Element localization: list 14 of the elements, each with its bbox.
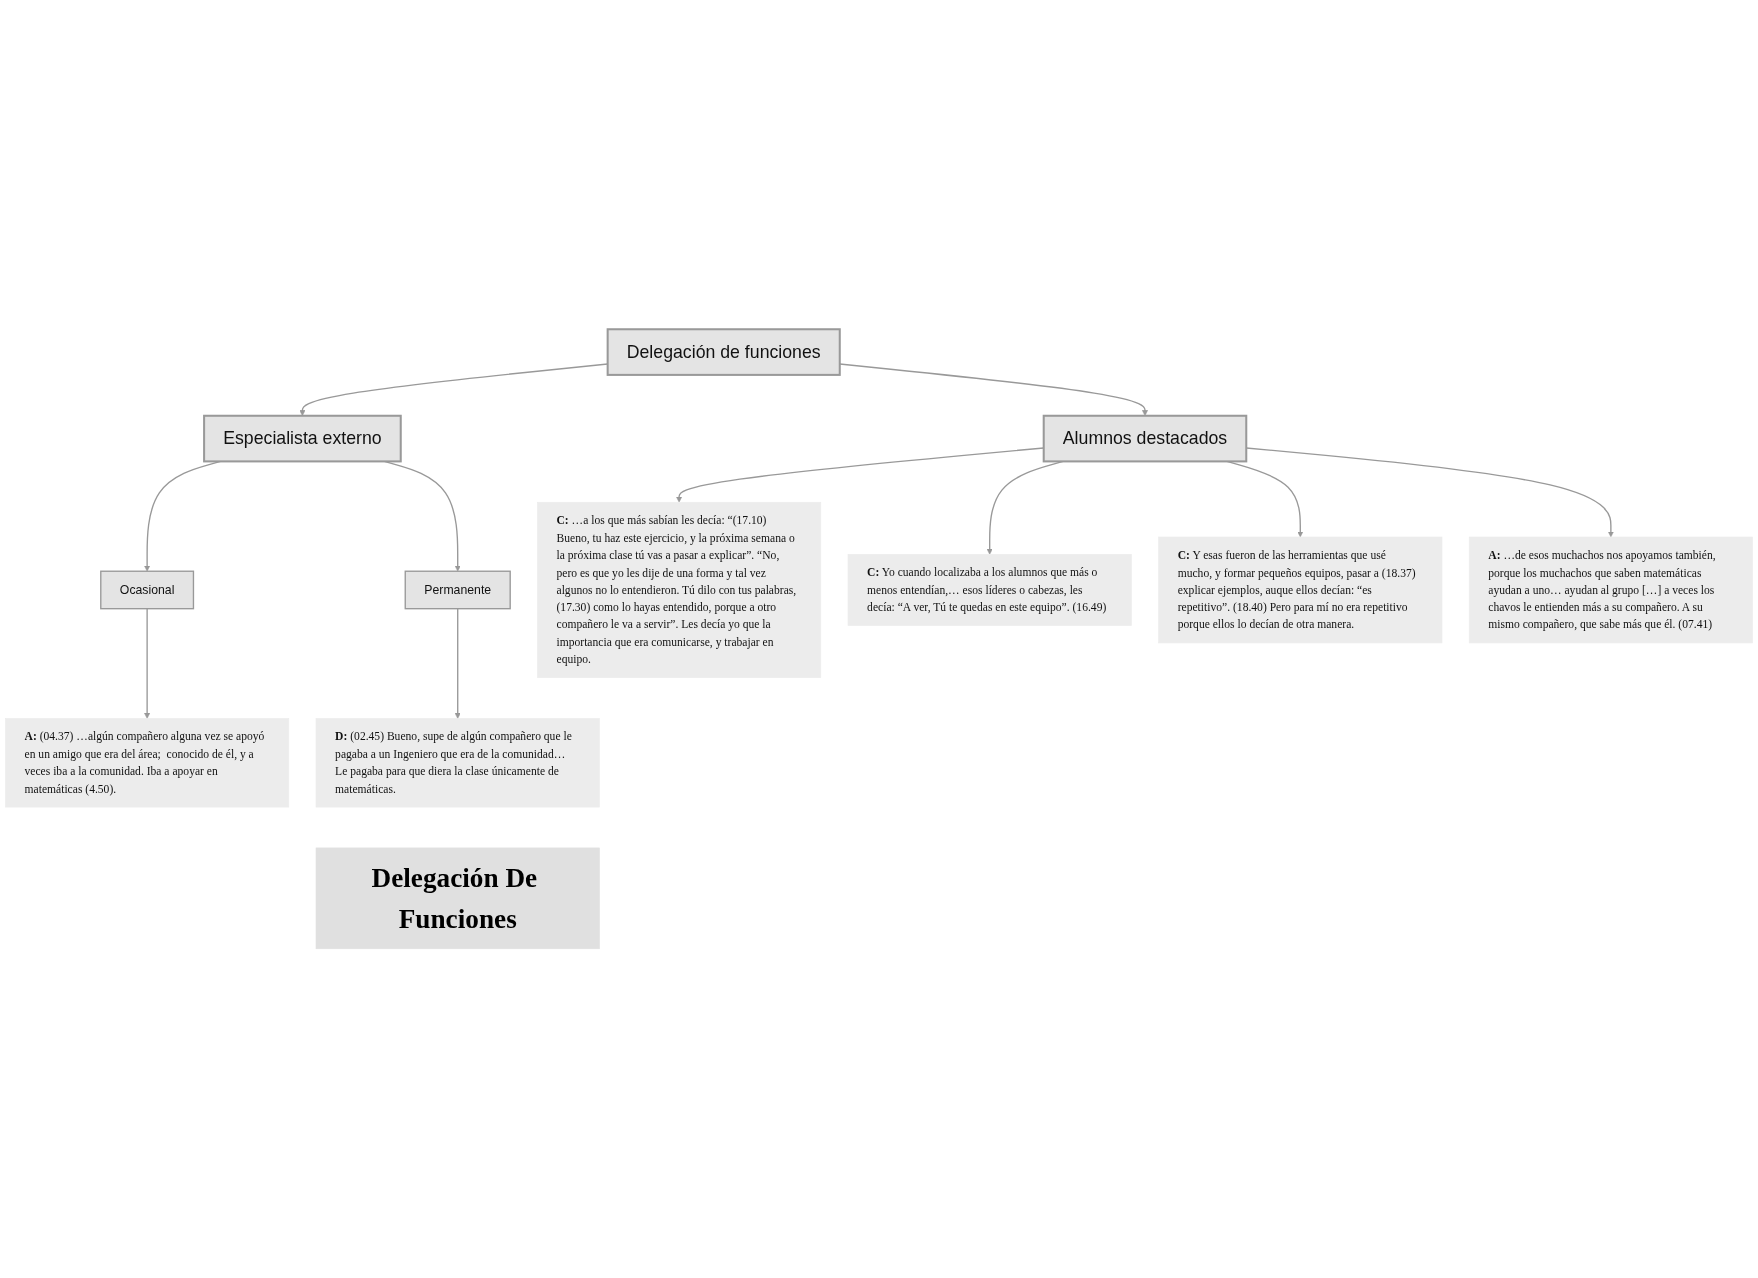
node-box: Permanente (404, 570, 511, 610)
node-box: D: (02.45) Bueno, supe de algún compañero que le pagaba a un Ingeniero que era de la comunidad… Le pagaba para que diera la clase únicamente de matemáticas. (315, 718, 600, 808)
node-box: A: …de esos muchachos nos apoyamos también, porque los muchachos que saben matemáticas ayudan a uno… ayudan al grupo […] a veces los chavos le entienden más a su compañero. A su mismo compañero, que sabe más que él. (07.41) (1468, 536, 1753, 644)
node-box: C: …a los que más sabían les decía: “(17.10) Bueno, tu haz este ejercicio, y la próxima semana o la próxima clase tú vas a pasar a explicar”. “No, pero es que yo les dije de una forma y tal vez algunos no lo entendieron. Tú dilo con tus palabras, (17.30) como lo hayas entendido, porque a otro compañero le va a servir”. Les decía yo que la importancia que era comunicarse, y trabajar en equipo. (537, 501, 822, 678)
node-box: Ocasional (100, 570, 195, 610)
node-box: C: Y esas fueron de las herramientas que usé mucho, y formar pequeños equipos, pasar a (18.37) explicar ejemplos, auque ellos decían: “es repetitivo”. (18.40) Pero para mí no era repetitivo porque ellos lo decían de otra manera. (1158, 536, 1443, 644)
node-box: Delegación De Funciones (315, 847, 600, 950)
node-box: A: (04.37) …algún compañero alguna vez se apoyó en un amigo que era del área; conocido de él, y a veces iba a la comunidad. Iba a apoyar en matemáticas (4.50). (5, 718, 290, 808)
node-box: Delegación de funciones (606, 328, 841, 376)
arrow (454, 608, 461, 719)
node-box: Alumnos destacados (1042, 414, 1248, 463)
arrow (144, 608, 151, 719)
node-box: Especialista externo (203, 414, 402, 463)
node-box: C: Yo cuando localizaba a los alumnos que más o menos entendían,… esos líderes o cabezas, les decía: “A ver, Tú te quedas en este equipo”. (16.49) (847, 554, 1132, 626)
